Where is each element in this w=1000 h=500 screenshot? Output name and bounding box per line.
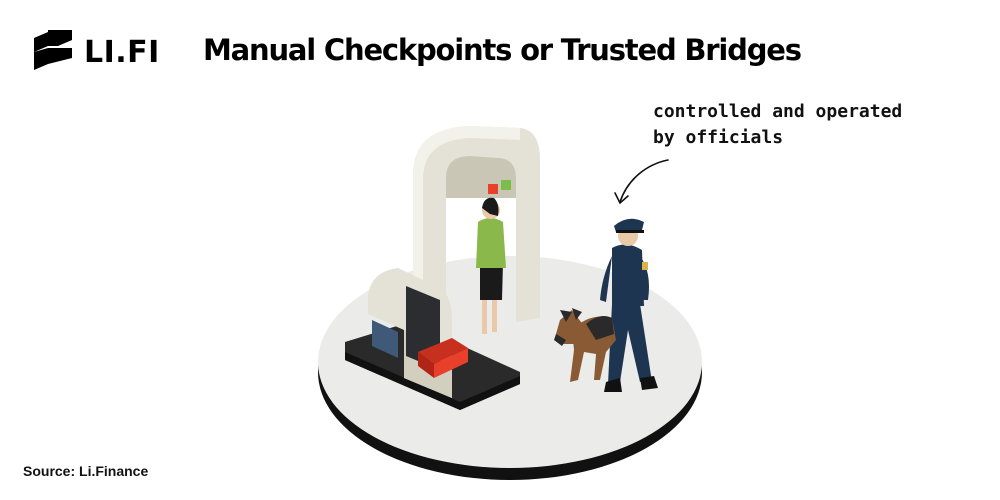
- annotation-line-1: controlled and operated: [653, 101, 903, 122]
- page-title: Manual Checkpoints or Trusted Bridges: [203, 33, 802, 67]
- annotation-arrow: [614, 159, 669, 205]
- annotation: controlled and operated by officials: [653, 99, 902, 151]
- brand-logo: LI.FI: [34, 30, 160, 76]
- police-officer: [600, 218, 658, 392]
- traveler: [476, 197, 506, 334]
- annotation-line-2: by officials: [653, 127, 784, 148]
- metal-detector: [413, 126, 540, 342]
- police-dog: [554, 308, 616, 382]
- lifi-logo-icon: [34, 30, 72, 70]
- xray-scanner: [345, 268, 520, 410]
- source-caption: Source: Li.Finance: [23, 463, 149, 479]
- brand-name: LI.FI: [84, 35, 160, 70]
